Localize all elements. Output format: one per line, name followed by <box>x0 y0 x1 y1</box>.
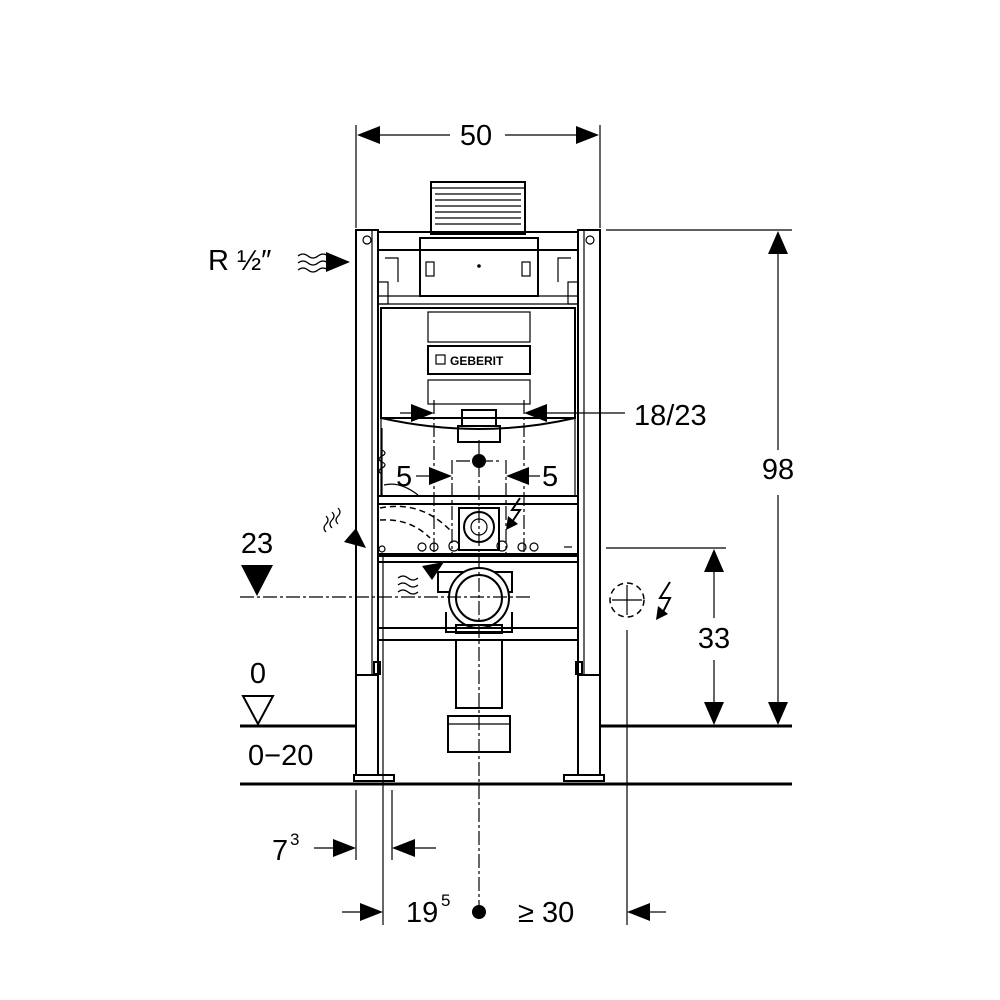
arrow-right-icon <box>333 839 356 857</box>
flush-pipe-label: 18/23 <box>634 400 707 432</box>
floor-range-label: 0−20 <box>248 740 313 772</box>
arrow-left-icon <box>357 126 380 144</box>
water-level-label: 23 <box>241 528 273 560</box>
water-supply-icon <box>323 507 341 533</box>
right-spacing-label: 5 <box>542 461 558 493</box>
flush-pipe-dimension: 18/23 <box>400 400 707 432</box>
water-supply-icon <box>297 253 329 273</box>
water-supply-icon <box>397 575 419 595</box>
arrow-right-icon <box>576 126 599 144</box>
electric-connection <box>506 497 672 620</box>
center-offset-superscript: 5 <box>441 891 450 910</box>
arrow-right-icon <box>326 252 350 272</box>
width-dimension: 50 <box>355 120 601 228</box>
drain-height-label: 33 <box>698 623 730 655</box>
height-label: 98 <box>762 454 794 486</box>
flush-center-point <box>472 454 486 468</box>
arrow-down-right-icon <box>344 528 366 548</box>
electric-connection-icon <box>658 581 672 615</box>
brand-logo: GEBERIT <box>450 354 504 368</box>
center-offset-label: 19 <box>406 897 438 929</box>
arrow-right-icon <box>360 903 383 921</box>
arrow-up-icon <box>704 549 724 572</box>
arrow-down-left-icon <box>656 606 668 620</box>
width-label: 50 <box>460 120 492 152</box>
level-marker-icon <box>241 695 275 727</box>
arrow-up-right-icon <box>422 562 444 580</box>
arrow-right-icon <box>411 404 434 422</box>
floor-level-marker: 0 0−20 <box>241 658 313 772</box>
electric-connection-icon <box>510 497 522 523</box>
drain-height-dimension: 33 <box>606 547 730 725</box>
arrow-left-icon <box>392 839 415 857</box>
foot-offset-superscript: 3 <box>290 830 299 849</box>
min-clearance-label: ≥ 30 <box>518 897 574 929</box>
foot-offset-dimension: 7 3 <box>272 830 436 867</box>
arrow-down-icon <box>768 702 788 725</box>
arrow-left-icon <box>524 404 547 422</box>
arrow-up-icon <box>768 231 788 254</box>
drain-center-point <box>472 905 486 919</box>
arrow-left-icon <box>627 903 650 921</box>
arrow-right-icon <box>429 467 452 485</box>
water-connection: R ½″ <box>208 245 350 277</box>
arrow-down-icon <box>704 702 724 725</box>
left-spacing-label: 5 <box>396 461 412 493</box>
arrow-left-icon <box>506 467 529 485</box>
floor-level-label: 0 <box>250 658 266 690</box>
foot-offset-label: 7 <box>272 835 288 867</box>
level-marker-icon <box>241 565 273 596</box>
arrow-down-left-icon <box>506 516 518 530</box>
water-level-marker: 23 <box>241 528 273 596</box>
thread-label: R ½″ <box>208 245 271 277</box>
floor-lines <box>240 724 792 786</box>
spacing-dimensions: 5 5 <box>396 461 558 493</box>
center-offset-dimension: 19 5 ≥ 30 <box>342 891 666 929</box>
height-dimension: 98 <box>606 229 794 725</box>
water-connection-lower <box>323 507 444 595</box>
